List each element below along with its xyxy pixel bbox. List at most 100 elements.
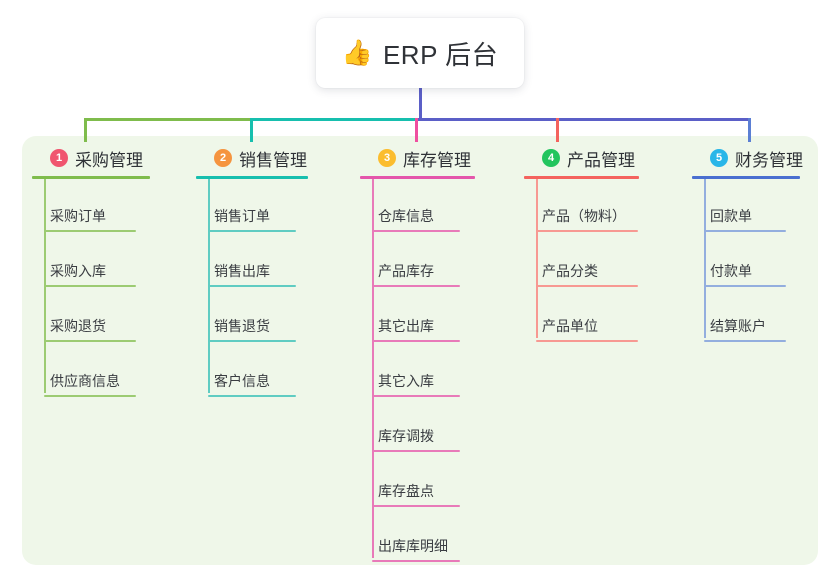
leaf-label: 产品分类 xyxy=(542,263,598,279)
leaf-label: 采购订单 xyxy=(50,208,106,224)
leaf-label: 付款单 xyxy=(710,263,752,279)
leaf-underline xyxy=(704,230,786,232)
branch-underline-4 xyxy=(524,176,639,179)
leaf-node[interactable]: 付款单 xyxy=(704,261,786,287)
leaf-label: 产品（物料） xyxy=(542,208,626,224)
leaf-label: 库存盘点 xyxy=(378,483,434,499)
root-title: ERP 后台 xyxy=(382,39,499,70)
leaf-node[interactable]: 销售出库 xyxy=(208,261,296,287)
branch-title-4: 产品管理 xyxy=(567,150,635,170)
leaf-node[interactable]: 客户信息 xyxy=(208,371,296,397)
leaf-label: 库存调拨 xyxy=(378,428,434,444)
leaf-node[interactable]: 其它入库 xyxy=(372,371,460,397)
branch-underline-2 xyxy=(196,176,308,179)
leaf-node[interactable]: 仓库信息 xyxy=(372,206,460,232)
leaf-underline xyxy=(372,450,460,452)
bus-segment-3 xyxy=(415,118,751,121)
leaf-underline xyxy=(208,340,296,342)
leaf-node[interactable]: 产品（物料） xyxy=(536,206,638,232)
branch-column-1: 1 采购管理 xyxy=(32,146,150,179)
leaf-node[interactable]: 结算账户 xyxy=(704,316,786,342)
leaf-underline xyxy=(44,395,136,397)
branch-badge-1: 1 xyxy=(50,149,68,167)
branch-header-1[interactable]: 1 采购管理 xyxy=(32,146,150,170)
branch-spine-1 xyxy=(44,176,46,393)
branch-badge-4: 4 xyxy=(542,149,560,167)
leaf-node[interactable]: 出库库明细 xyxy=(372,536,460,562)
drop-line-2 xyxy=(250,118,253,142)
leaf-label: 仓库信息 xyxy=(378,208,434,224)
drop-line-5 xyxy=(748,118,751,142)
leaf-underline xyxy=(372,395,460,397)
leaf-label: 采购入库 xyxy=(50,263,106,279)
branch-column-3: 3 库存管理 xyxy=(360,146,475,179)
leaf-underline xyxy=(44,340,136,342)
drop-line-1 xyxy=(84,118,87,142)
leaf-underline xyxy=(372,230,460,232)
branch-title-2: 销售管理 xyxy=(239,150,307,170)
branch-title-3: 库存管理 xyxy=(403,150,471,170)
leaf-underline xyxy=(208,395,296,397)
branch-underline-1 xyxy=(32,176,150,179)
root-stem xyxy=(419,88,422,121)
branch-spine-4 xyxy=(536,176,538,338)
leaf-node[interactable]: 采购入库 xyxy=(44,261,136,287)
leaf-label: 产品库存 xyxy=(378,263,434,279)
diagram-panel xyxy=(22,136,818,565)
leaf-underline xyxy=(44,230,136,232)
branch-underline-5 xyxy=(692,176,800,179)
leaf-underline xyxy=(536,230,638,232)
leaf-label: 销售退货 xyxy=(214,318,270,334)
leaf-node[interactable]: 采购退货 xyxy=(44,316,136,342)
leaf-node[interactable]: 产品分类 xyxy=(536,261,638,287)
branch-header-3[interactable]: 3 库存管理 xyxy=(360,146,475,170)
leaf-node[interactable]: 库存调拨 xyxy=(372,426,460,452)
branch-header-5[interactable]: 5 财务管理 xyxy=(692,146,803,170)
leaf-node[interactable]: 销售订单 xyxy=(208,206,296,232)
leaf-node[interactable]: 供应商信息 xyxy=(44,371,136,397)
branch-column-4: 4 产品管理 xyxy=(524,146,639,179)
leaf-node[interactable]: 库存盘点 xyxy=(372,481,460,507)
branch-spine-5 xyxy=(704,176,706,338)
leaf-node[interactable]: 采购订单 xyxy=(44,206,136,232)
leaf-label: 回款单 xyxy=(710,208,752,224)
branch-title-5: 财务管理 xyxy=(735,150,803,170)
branch-badge-2: 2 xyxy=(214,149,232,167)
leaf-underline xyxy=(372,340,460,342)
branch-spine-3 xyxy=(372,176,374,558)
leaf-node[interactable]: 其它出库 xyxy=(372,316,460,342)
leaf-underline xyxy=(536,340,638,342)
leaf-label: 出库库明细 xyxy=(378,538,448,554)
leaf-underline xyxy=(704,285,786,287)
root-node[interactable]: 👍 ERP 后台 xyxy=(316,18,524,88)
leaf-label: 结算账户 xyxy=(710,318,766,334)
branch-header-2[interactable]: 2 销售管理 xyxy=(196,146,308,170)
leaf-label: 产品单位 xyxy=(542,318,598,334)
leaf-underline xyxy=(372,560,460,562)
leaf-underline xyxy=(372,285,460,287)
drop-line-4 xyxy=(556,118,559,142)
leaf-node[interactable]: 产品库存 xyxy=(372,261,460,287)
leaf-underline xyxy=(372,505,460,507)
branch-badge-5: 5 xyxy=(710,149,728,167)
drop-line-3 xyxy=(415,118,418,142)
branch-title-1: 采购管理 xyxy=(75,150,143,170)
leaf-node[interactable]: 产品单位 xyxy=(536,316,638,342)
leaf-underline xyxy=(704,340,786,342)
leaf-label: 客户信息 xyxy=(214,373,270,389)
bus-segment-1 xyxy=(84,118,253,121)
leaf-label: 销售订单 xyxy=(214,208,270,224)
leaf-underline xyxy=(536,285,638,287)
branch-underline-3 xyxy=(360,176,475,179)
branch-column-5: 5 财务管理 xyxy=(692,146,803,179)
leaf-label: 采购退货 xyxy=(50,318,106,334)
branch-header-4[interactable]: 4 产品管理 xyxy=(524,146,639,170)
leaf-label: 供应商信息 xyxy=(50,373,120,389)
branch-column-2: 2 销售管理 xyxy=(196,146,308,179)
leaf-node[interactable]: 回款单 xyxy=(704,206,786,232)
branch-badge-3: 3 xyxy=(378,149,396,167)
leaf-label: 其它出库 xyxy=(378,318,434,334)
leaf-underline xyxy=(44,285,136,287)
leaf-node[interactable]: 销售退货 xyxy=(208,316,296,342)
